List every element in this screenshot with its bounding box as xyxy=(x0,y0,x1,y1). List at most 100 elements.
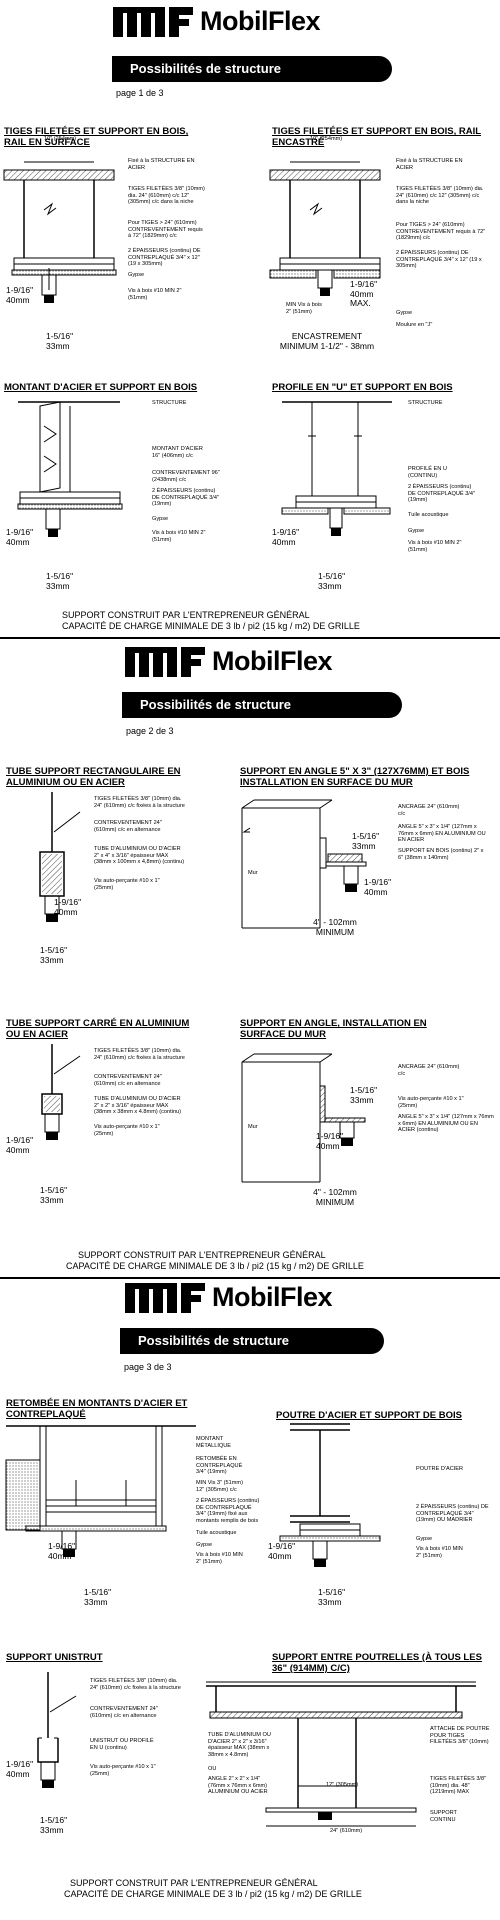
callout-note: CONTREVENTEMENT 96" (2438mm) c/c xyxy=(152,470,220,483)
callout-note: OU xyxy=(208,1766,217,1772)
dimension-label: 1-9/16" 40mm xyxy=(6,1135,34,1155)
detail-drawing-11 xyxy=(36,1672,96,1788)
callout-note: CONTREVENTEMENT 24" (610mm) c/c en alter… xyxy=(94,820,162,833)
page-1: MobilFlex Possibilités de structure page… xyxy=(0,0,500,640)
callout-note: 24" (610mm) xyxy=(330,1828,363,1834)
callout-note: 2 ÉPAISSEURS (continu) DE CONTREPLAQUÉ 3… xyxy=(128,248,201,268)
callout-note: Gypse xyxy=(408,528,425,534)
section-title: SUPPORT ENTRE POUTRELLES (À TOUS LES 36"… xyxy=(272,1652,482,1674)
detail-drawing-10 xyxy=(270,1420,390,1567)
callout-note: RETOMBÉE EN CONTREPLAQUÉ 3/4" (19mm) xyxy=(196,1456,243,1476)
section-title: SUPPORT EN ANGLE 5" x 3" (127x76mm) ET B… xyxy=(240,766,470,788)
dimension-label: 1-9/16" 40mm MAX. xyxy=(350,279,378,308)
page-2: MobilFlex Possibilités de structure page… xyxy=(0,640,500,1280)
callout-note: Vis auto-perçante #10 x 1" (25mm) xyxy=(94,878,160,891)
callout-note: Fixé à la STRUCTURE EN ACIER xyxy=(128,158,195,171)
callout-note: Vis à bois #10 MIN 2" (51mm) xyxy=(408,540,462,553)
footer-line: CAPACITÉ DE CHARGE MINIMALE DE 3 lb / pi… xyxy=(62,621,360,631)
callout-note: ANGLE 5" x 3" x 1/4" (127mm x 76mm x 6mm… xyxy=(398,824,486,844)
callout-note: TUBE D'ALUMINIUM OU D'ACIER 2" x 2" x 3/… xyxy=(94,1096,182,1116)
footer-line: SUPPORT CONSTRUIT PAR L'ENTREPRENEUR GÉN… xyxy=(62,610,310,620)
dimension-label: 1-9/16" 40mm xyxy=(6,285,34,305)
dimension-label: 1-9/16" 40mm xyxy=(6,1759,34,1779)
callout-note: TIGES FILETÉES 3/8" (10mm) dia. 24" (610… xyxy=(396,186,484,206)
section-title: POUTRE D'ACIER ET SUPPORT DE BOIS xyxy=(276,1410,462,1421)
callout-note: 2 ÉPAISSEURS (continu) DE CONTREPLAQUÉ 3… xyxy=(416,1504,489,1524)
dimension-label: 1-5/16" 33mm xyxy=(350,1085,378,1105)
page-divider xyxy=(0,637,500,639)
dimension-label: 4" - 102mm MINIMUM xyxy=(313,917,357,937)
callout-note: TIGES FILETÉES 3/8" (10mm) dia. 48" (121… xyxy=(430,1776,487,1796)
detail-drawing-6 xyxy=(222,788,402,938)
callout-note: Vis auto-perçante #10 x 1" (25mm) xyxy=(94,1124,160,1137)
callout-note: UNISTRUT OU PROFILÉ EN U (continu) xyxy=(90,1738,154,1751)
callout-note: Vis à bois #10 MIN 2" (51mm) xyxy=(152,530,206,543)
callout-note: Vis à bois #10 MIN 2" (51mm) xyxy=(196,1552,243,1565)
section-title: RETOMBÉE EN MONTANTS D'ACIER ET CONTREPL… xyxy=(6,1398,188,1420)
detail-drawing-12 xyxy=(206,1676,476,1866)
callout-note: TUBE D'ALUMINIUM OU D'ACIER 2" x 4" x 3/… xyxy=(94,846,185,866)
callout-note: CONTREVENTEMENT 24" (610mm) c/c en alter… xyxy=(94,1074,162,1087)
callout-note: 2 ÉPAISSEURS (continu) DE CONTREPLAQUÉ 3… xyxy=(408,484,475,504)
callout-note: Gypse xyxy=(128,272,145,278)
dimension-label: 1-9/16" 40mm xyxy=(364,877,392,897)
section-title: TIGES FILETÉES ET SUPPORT EN BOIS, RAIL … xyxy=(272,126,482,148)
callout-note: CONTREVENTEMENT 24" (610mm) c/c en alter… xyxy=(90,1706,158,1719)
dimension-label: 1-9/16" 40mm xyxy=(268,1541,296,1561)
footer-line: CAPACITÉ DE CHARGE MINIMALE DE 3 lb / pi… xyxy=(64,1889,362,1899)
callout-note: TIGES FILETÉES 3/8" (10mm) dia. 24" (610… xyxy=(94,796,185,809)
callout-note: ATTACHE DE POUTRE POUR TIGES FILETÉES 3/… xyxy=(430,1726,490,1746)
detail-drawing-4 xyxy=(282,396,402,536)
callout-note: SUPPORT EN BOIS (continu) 2" x 6" (38mm … xyxy=(398,848,484,861)
brand-name: MobilFlex xyxy=(212,1282,333,1312)
dimension-label: 1-9/16" 40mm xyxy=(6,527,34,547)
detail-drawing-5 xyxy=(40,792,100,922)
callout-note: Gypse xyxy=(396,310,413,316)
detail-drawing-9 xyxy=(6,1420,196,1557)
callout-note: PROFILÉ EN U (CONTINU) xyxy=(408,466,447,479)
footer-line: SUPPORT CONSTRUIT PAR L'ENTREPRENEUR GÉN… xyxy=(70,1878,318,1888)
callout-note: ANCRAGE 24" (610mm) c/c xyxy=(398,804,460,817)
callout-note: TIGES FILETÉES 3/8" (10mm) dia. 24" (610… xyxy=(94,1048,185,1061)
callout-note: TIGES FILETÉES 3/8" (10mm) dia. 24" (610… xyxy=(128,186,205,206)
callout-note: STRUCTURE xyxy=(152,400,187,406)
callout-note: Vis à bois #10 MIN 2" (51mm) xyxy=(128,288,182,301)
page-number: page 3 de 3 xyxy=(124,1362,172,1372)
callout-note: POUTRE D'ACIER xyxy=(416,1466,464,1472)
dimension-label: 1-5/16" 33mm xyxy=(46,571,74,591)
section-title: SUPPORT UNISTRUT xyxy=(6,1652,103,1663)
footer-line: SUPPORT CONSTRUIT PAR L'ENTREPRENEUR GÉN… xyxy=(78,1250,326,1260)
brand-name: MobilFlex xyxy=(212,646,333,676)
dimension-label: ENCASTREMENT MINIMUM 1-1/2" - 38mm xyxy=(279,331,375,351)
dimension-label: 1-9/16" 40mm xyxy=(48,1541,76,1561)
callout-note: MIN Vis à bois 2" (51mm) xyxy=(286,302,322,315)
dimension-label: 1-5/16" 33mm xyxy=(40,1815,68,1835)
dimension-label: 1-5/16" 33mm xyxy=(40,945,68,965)
callout-note: Moulure en "J" xyxy=(396,322,433,328)
dimension-label: 1-9/16" 40mm xyxy=(272,527,300,547)
callout-note: Pour TIGES > 24" (610mm) CONTREVENTEMENT… xyxy=(396,222,486,242)
callout-note: ANGLE 2" x 2" x 1/4" (76mm x 76mm x 6mm)… xyxy=(208,1776,268,1796)
callout-note: Mur xyxy=(248,870,258,876)
dimension-label: 1-5/16" 33mm xyxy=(352,831,380,851)
mobilflex-logo: MobilFlex xyxy=(124,1282,333,1313)
footer-line: CAPACITÉ DE CHARGE MINIMALE DE 3 lb / pi… xyxy=(66,1261,364,1271)
page-number: page 1 de 3 xyxy=(116,88,164,98)
section-title: PROFILE EN "U" ET SUPPORT EN BOIS xyxy=(272,382,453,393)
detail-drawing-2 xyxy=(270,150,390,296)
detail-drawing-1 xyxy=(4,150,124,303)
mobilflex-logo: MobilFlex xyxy=(112,6,321,37)
mf-logo-icon xyxy=(124,1283,206,1313)
section-title: TUBE SUPPORT CARRÉ EN ALUMINIUM OU EN AC… xyxy=(6,1018,190,1040)
callout-note: Mur xyxy=(248,1124,258,1130)
callout-note: 2 ÉPAISSEURS (continu) DE CONTREPLAQUÉ 3… xyxy=(196,1498,260,1524)
callout-note: TIGES FILETÉES 3/8" (10mm) dia. 24" (610… xyxy=(90,1678,181,1691)
callout-note: MIN Vis 3" (51mm) 12" (305mm) c/c xyxy=(196,1480,243,1493)
callout-note: ANCRAGE 24" (610mm) c/c xyxy=(398,1064,460,1077)
page-number: page 2 de 3 xyxy=(126,726,174,736)
callout-note: Tuile acoustique xyxy=(408,512,449,518)
callout-note: 2 ÉPAISSEURS (continu) DE CONTREPLAQUÉ 3… xyxy=(396,250,482,270)
dimension-label: 4" - 102mm MINIMUM xyxy=(313,1187,357,1207)
callout-note: SUPPORT CONTINU xyxy=(430,1810,457,1823)
detail-drawing-8 xyxy=(222,1042,402,1192)
